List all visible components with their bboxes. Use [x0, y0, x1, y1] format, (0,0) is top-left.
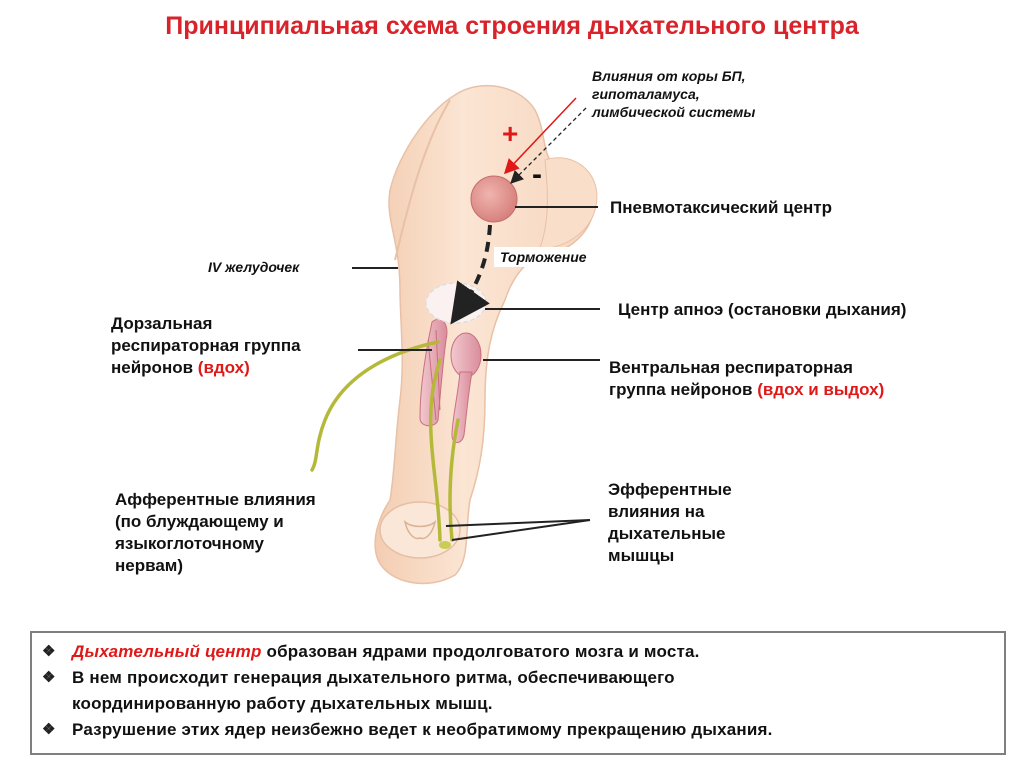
ventral-group-note: (вдох и выдох) [757, 380, 884, 399]
note-item: ❖ В нем происходит генерация дыхательног… [36, 665, 994, 717]
pneumotaxic-label: Пневмотаксический центр [610, 197, 832, 219]
bullet-icon: ❖ [42, 717, 56, 743]
afferent-label: Афферентные влияния (по блуждающему и яз… [115, 489, 316, 577]
cortex-influence-label: Влияния от коры БП, гипоталамуса, лимбич… [592, 67, 755, 121]
efferent-label: Эфферентные влияния на дыхательные мышцы [608, 479, 732, 567]
dorsal-group-note: (вдох) [198, 358, 250, 377]
ventral-group-label: Вентральная респираторная группа нейроно… [609, 357, 884, 401]
dorsal-group-label: Дорзальная респираторная группа нейронов… [111, 313, 301, 379]
note-item: ❖ Дыхательный центр образован ядрами про… [36, 639, 994, 665]
notes-box: ❖ Дыхательный центр образован ядрами про… [30, 631, 1006, 755]
fourth-ventricle-label: IV желудочек [208, 258, 299, 276]
note-item: ❖ Разрушение этих ядер неизбежно ведет к… [36, 717, 994, 743]
plus-sign: + [502, 118, 518, 150]
pneumotaxic-center [471, 176, 517, 222]
apnea-center [426, 283, 486, 323]
apnea-center-label: Центр апноэ (остановки дыхания) [618, 299, 906, 321]
minus-sign: - [532, 158, 542, 192]
inhibition-label: Торможение [494, 247, 593, 267]
bullet-icon: ❖ [42, 639, 56, 665]
bullet-icon: ❖ [42, 665, 56, 691]
